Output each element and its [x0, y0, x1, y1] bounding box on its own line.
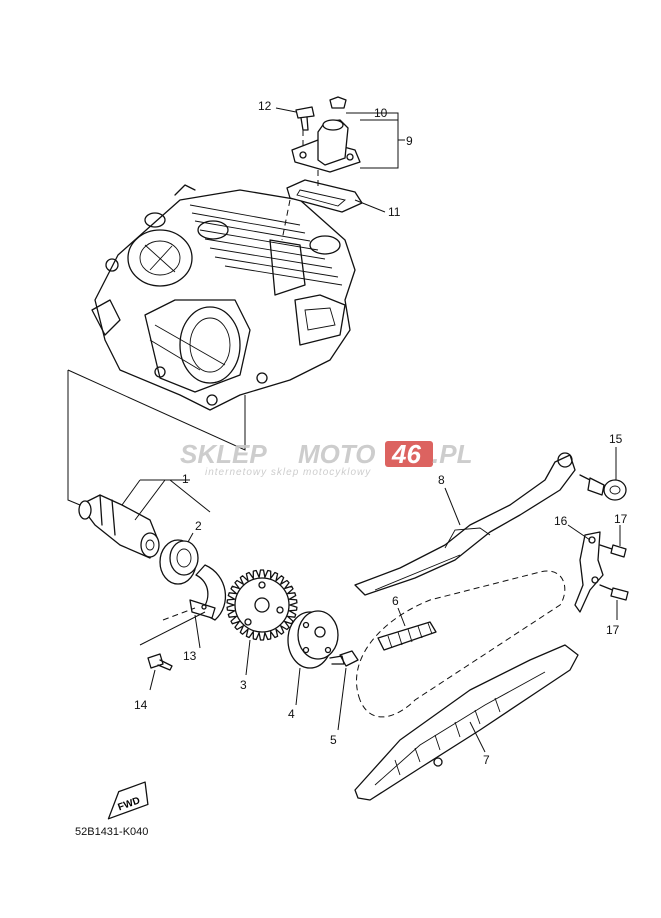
- part-number-17-upper: 17: [614, 512, 628, 526]
- part-number-3: 3: [240, 678, 247, 692]
- camshaft: [78, 494, 160, 559]
- part-number-5: 5: [330, 733, 337, 747]
- bearing-retainer-plate: [189, 564, 227, 621]
- tensioner-bolt: [295, 106, 315, 131]
- tensioner-cap-bolt: [329, 96, 347, 109]
- watermark-brand-46: 46: [391, 439, 421, 469]
- chain-stopper: [574, 531, 604, 613]
- drawing-code: 52B1431-K040: [75, 826, 148, 838]
- part-number-2: 2: [195, 519, 202, 533]
- sprocket-bolt: [329, 650, 359, 667]
- part-number-9: 9: [406, 134, 413, 148]
- watermark-tagline: internetowy sklep motocyklowy: [205, 467, 371, 478]
- forward-arrow-icon: FWD: [107, 781, 149, 820]
- part-number-8: 8: [438, 473, 445, 487]
- part-number-13: 13: [183, 649, 197, 663]
- part-number-6: 6: [392, 594, 399, 608]
- bearing: [159, 539, 199, 585]
- watermark-brand-pl: .PL: [432, 439, 472, 469]
- part-number-12: 12: [258, 99, 272, 113]
- chain-guide-upper: [354, 452, 576, 596]
- cylinder-head: [91, 184, 356, 411]
- watermark-logo: SKLEP MOTO 46 .PL internetowy sklep moto…: [180, 439, 472, 478]
- watermark-brand-moto: MOTO: [298, 439, 376, 469]
- part-number-1: 1: [182, 472, 189, 486]
- part-number-14: 14: [134, 698, 148, 712]
- part-number-15: 15: [609, 432, 623, 446]
- stopper-bolt-lower: [599, 584, 629, 601]
- part-number-16: 16: [554, 514, 568, 528]
- part-number-11: 11: [388, 205, 401, 219]
- part-number-10: 10: [374, 106, 388, 120]
- part-number-17-lower: 17: [606, 623, 620, 637]
- part-number-7: 7: [483, 753, 490, 767]
- plate-bolt: [147, 653, 173, 671]
- assembly-bracket: [67, 370, 81, 506]
- chain-guide-lower: [354, 644, 579, 801]
- cam-plate: [287, 610, 339, 669]
- cam-sprocket: [226, 569, 298, 641]
- cam-chain: [356, 570, 566, 718]
- cam-chain-tensioner: [291, 119, 361, 173]
- watermark-brand-sklep: SKLEP: [180, 439, 267, 469]
- assembly-line: [281, 199, 291, 241]
- stopper-bolt-upper: [599, 544, 627, 558]
- watermark-badge: [385, 441, 433, 467]
- part-number-4: 4: [288, 707, 295, 721]
- guide-bolt: [579, 474, 627, 501]
